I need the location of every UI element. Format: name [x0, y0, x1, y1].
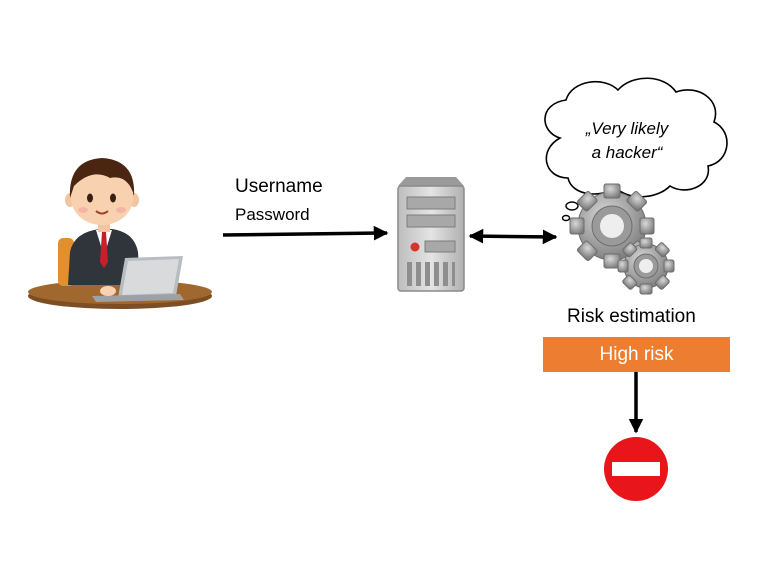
risk-badge-background: [543, 337, 730, 372]
username-label: Username: [235, 176, 323, 197]
no-entry-icon: [604, 437, 668, 501]
high-risk-badge: High risk: [599, 344, 674, 365]
risk-estimation-label: Risk estimation: [567, 306, 696, 327]
thought-text-line-1: „Very likely: [585, 119, 669, 138]
thought-text-line-2: a hacker“: [591, 143, 663, 162]
server-icon: [397, 177, 465, 292]
password-label: Password: [235, 205, 310, 224]
gears-icon: [569, 183, 675, 295]
thought-cloud-icon: [544, 77, 728, 222]
user-at-laptop-icon: [28, 158, 212, 309]
server-risk-arrow: [468, 228, 558, 245]
credentials-arrow: [222, 225, 389, 241]
